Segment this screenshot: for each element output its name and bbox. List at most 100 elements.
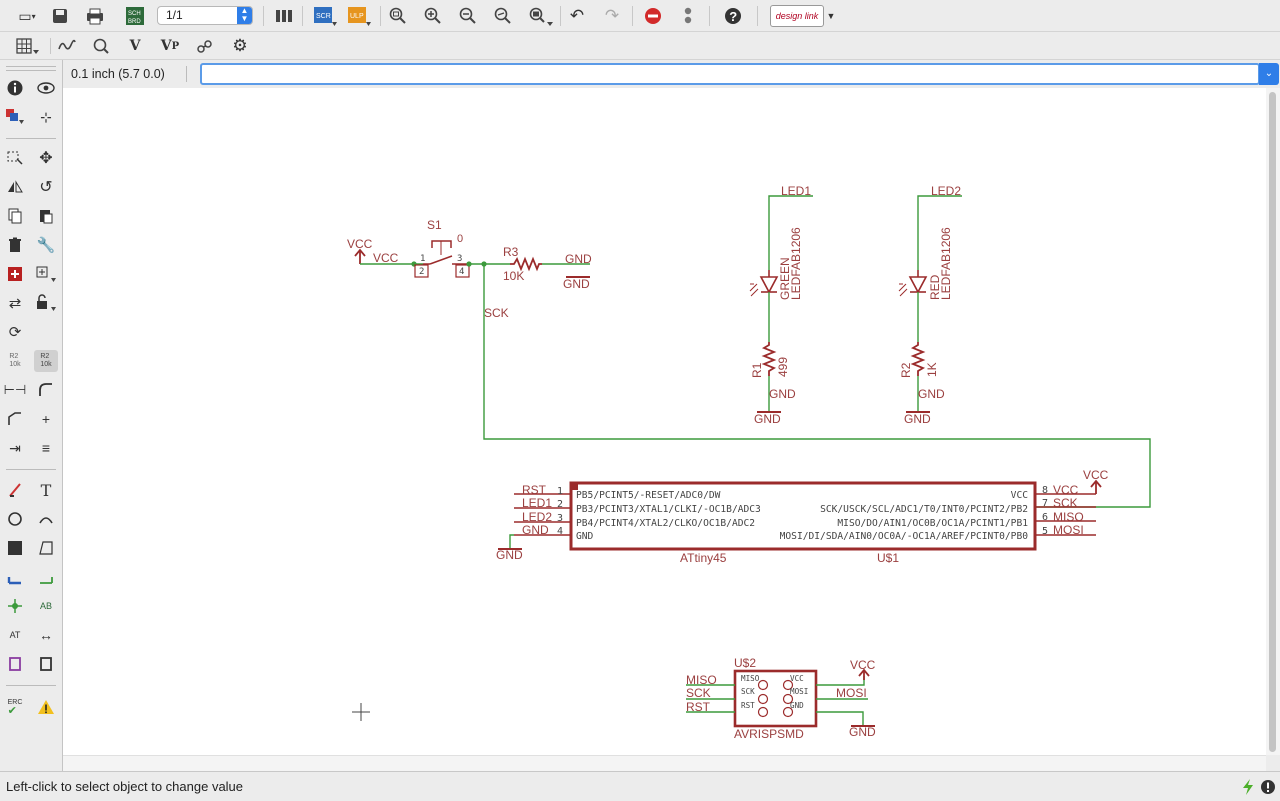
stop-command-icon[interactable] bbox=[1260, 778, 1276, 796]
sck-net-wire[interactable] bbox=[483, 264, 1151, 508]
zoom-select-icon[interactable] bbox=[527, 5, 555, 27]
save-icon[interactable] bbox=[48, 5, 72, 27]
redo-icon[interactable]: ↷ bbox=[604, 6, 620, 25]
vcc-wire-u2[interactable] bbox=[816, 676, 865, 686]
led2-net-wire[interactable] bbox=[917, 195, 962, 270]
label-icon[interactable]: AB bbox=[39, 601, 52, 611]
module-icon[interactable] bbox=[34, 653, 58, 675]
pin-swap-icon[interactable]: ⟳ bbox=[8, 324, 22, 341]
net-icon[interactable] bbox=[34, 566, 58, 588]
vcc-supply-left[interactable]: VCC bbox=[347, 237, 373, 264]
run-ulp-button[interactable]: ULP bbox=[346, 5, 372, 27]
line-icon[interactable] bbox=[3, 479, 27, 501]
swap-gate-icon[interactable]: ⇄ bbox=[8, 295, 22, 312]
u1-pin-num-5: 5 bbox=[1042, 526, 1048, 537]
copy-icon[interactable] bbox=[3, 205, 27, 227]
gnd-supply-r3[interactable]: GND bbox=[563, 276, 590, 291]
led2-net-label-u1: LED2 bbox=[522, 510, 552, 524]
rotate-icon[interactable]: ↺ bbox=[39, 179, 53, 196]
display-layers-icon[interactable] bbox=[3, 106, 27, 128]
led1-net-wire[interactable] bbox=[768, 195, 813, 270]
switch-s1[interactable]: S1 0 1 2 3 4 bbox=[414, 218, 470, 278]
resistor-r2[interactable]: R2 1K bbox=[899, 342, 939, 378]
go-icon[interactable] bbox=[677, 5, 699, 27]
attribute-text-icon[interactable]: AT bbox=[9, 630, 21, 640]
move-icon[interactable]: ✥ bbox=[39, 150, 53, 167]
info-icon[interactable] bbox=[3, 77, 27, 99]
dimension-icon[interactable]: ↔ bbox=[39, 627, 53, 643]
vertical-scroll-thumb[interactable] bbox=[1269, 92, 1276, 752]
run-script-button[interactable]: SCR bbox=[312, 5, 338, 27]
help-icon[interactable]: ? bbox=[722, 5, 744, 27]
print-icon[interactable] bbox=[83, 5, 107, 27]
zoom-fit-icon[interactable] bbox=[387, 5, 409, 27]
junction-icon[interactable] bbox=[3, 595, 27, 617]
attribute-icon[interactable]: ⇥ bbox=[9, 439, 21, 456]
value-icon[interactable]: V bbox=[129, 38, 141, 54]
layers-icon[interactable] bbox=[272, 5, 296, 27]
miter-icon[interactable] bbox=[34, 379, 58, 401]
circle-icon[interactable] bbox=[3, 508, 27, 530]
zoom-redraw-icon[interactable] bbox=[492, 5, 514, 27]
led-red[interactable]: RED LEDFAB1206 bbox=[898, 227, 953, 300]
lock-icon[interactable] bbox=[34, 292, 58, 314]
grid-icon[interactable] bbox=[14, 36, 42, 56]
design-link-menu-icon[interactable]: ▼ bbox=[826, 11, 836, 21]
schematic-canvas[interactable]: VCC VCC S1 0 1 2 3 4 R3 10K GND GND SCK … bbox=[63, 88, 1266, 755]
avrisp-u2[interactable]: U$2 AVRISPSMD MISO SCK RST VCC MOSI GND bbox=[733, 656, 818, 741]
polygon-icon[interactable] bbox=[34, 537, 58, 559]
vcc-supply-u2[interactable]: VCC bbox=[850, 658, 876, 680]
gnd-supply-u1[interactable]: GND bbox=[496, 548, 523, 562]
paste-icon[interactable] bbox=[34, 205, 58, 227]
sheet-stepper-icon[interactable]: ▲▼ bbox=[237, 7, 252, 24]
stop-icon[interactable] bbox=[642, 5, 664, 27]
design-link-button[interactable]: design link bbox=[770, 5, 824, 27]
show-icon[interactable] bbox=[34, 77, 58, 99]
gnd-supply-r2[interactable]: GND bbox=[904, 411, 931, 426]
erc-icon[interactable]: ERC✔ bbox=[7, 698, 23, 717]
find-icon[interactable] bbox=[90, 36, 112, 56]
undo-icon[interactable]: ↶ bbox=[569, 6, 585, 25]
align-icon[interactable]: ≡ bbox=[41, 440, 51, 456]
gnd-supply-r1[interactable]: GND bbox=[754, 411, 781, 426]
open-menu-icon[interactable]: ▭▾ bbox=[18, 7, 36, 24]
smash-icon[interactable]: + bbox=[41, 411, 51, 427]
optimize-icon[interactable] bbox=[3, 408, 27, 430]
led-green[interactable]: GREEN LEDFAB1206 bbox=[749, 227, 803, 300]
attiny45-u1[interactable]: ATtiny45 U$1 bbox=[569, 481, 1037, 565]
parts-icon[interactable] bbox=[194, 36, 216, 56]
sheet-select[interactable]: 1/1▲▼ bbox=[157, 6, 253, 25]
gnd-supply-u2[interactable]: GND bbox=[849, 725, 876, 739]
lightning-icon[interactable] bbox=[1240, 778, 1256, 796]
rectangle-icon[interactable] bbox=[3, 537, 27, 559]
u1-gnd-wire[interactable] bbox=[509, 534, 514, 549]
add-part-icon[interactable] bbox=[3, 263, 27, 285]
delete-icon[interactable] bbox=[3, 234, 27, 256]
mark-icon[interactable]: ⊹ bbox=[40, 108, 52, 125]
mirror-icon[interactable] bbox=[3, 176, 27, 198]
replace-icon[interactable] bbox=[34, 263, 58, 285]
text-icon[interactable]: T bbox=[40, 480, 52, 500]
settings-icon[interactable]: ⚙ bbox=[232, 36, 248, 55]
gnd-wire-u2[interactable] bbox=[816, 711, 864, 726]
vcc-supply-u1[interactable]: VCC bbox=[1083, 468, 1109, 494]
resistor-r3[interactable]: R3 10K bbox=[503, 245, 542, 283]
command-history-dropdown[interactable]: ⌄ bbox=[1259, 63, 1279, 85]
arc-icon[interactable] bbox=[34, 508, 58, 530]
group-select-icon[interactable] bbox=[3, 147, 27, 169]
zoom-out-icon[interactable] bbox=[457, 5, 479, 27]
horizontal-scrollbar[interactable] bbox=[63, 755, 1266, 772]
resistor-r1[interactable]: R1 499 bbox=[750, 342, 790, 378]
bus-icon[interactable] bbox=[3, 566, 27, 588]
command-input[interactable] bbox=[200, 63, 1260, 85]
waveform-icon[interactable] bbox=[56, 36, 78, 56]
change-icon[interactable]: 🔧 bbox=[36, 237, 56, 254]
zoom-in-icon[interactable] bbox=[422, 5, 444, 27]
frame-icon[interactable] bbox=[3, 653, 27, 675]
split-icon[interactable]: ⊢⊣ bbox=[3, 382, 27, 397]
warning-icon[interactable] bbox=[34, 696, 58, 718]
